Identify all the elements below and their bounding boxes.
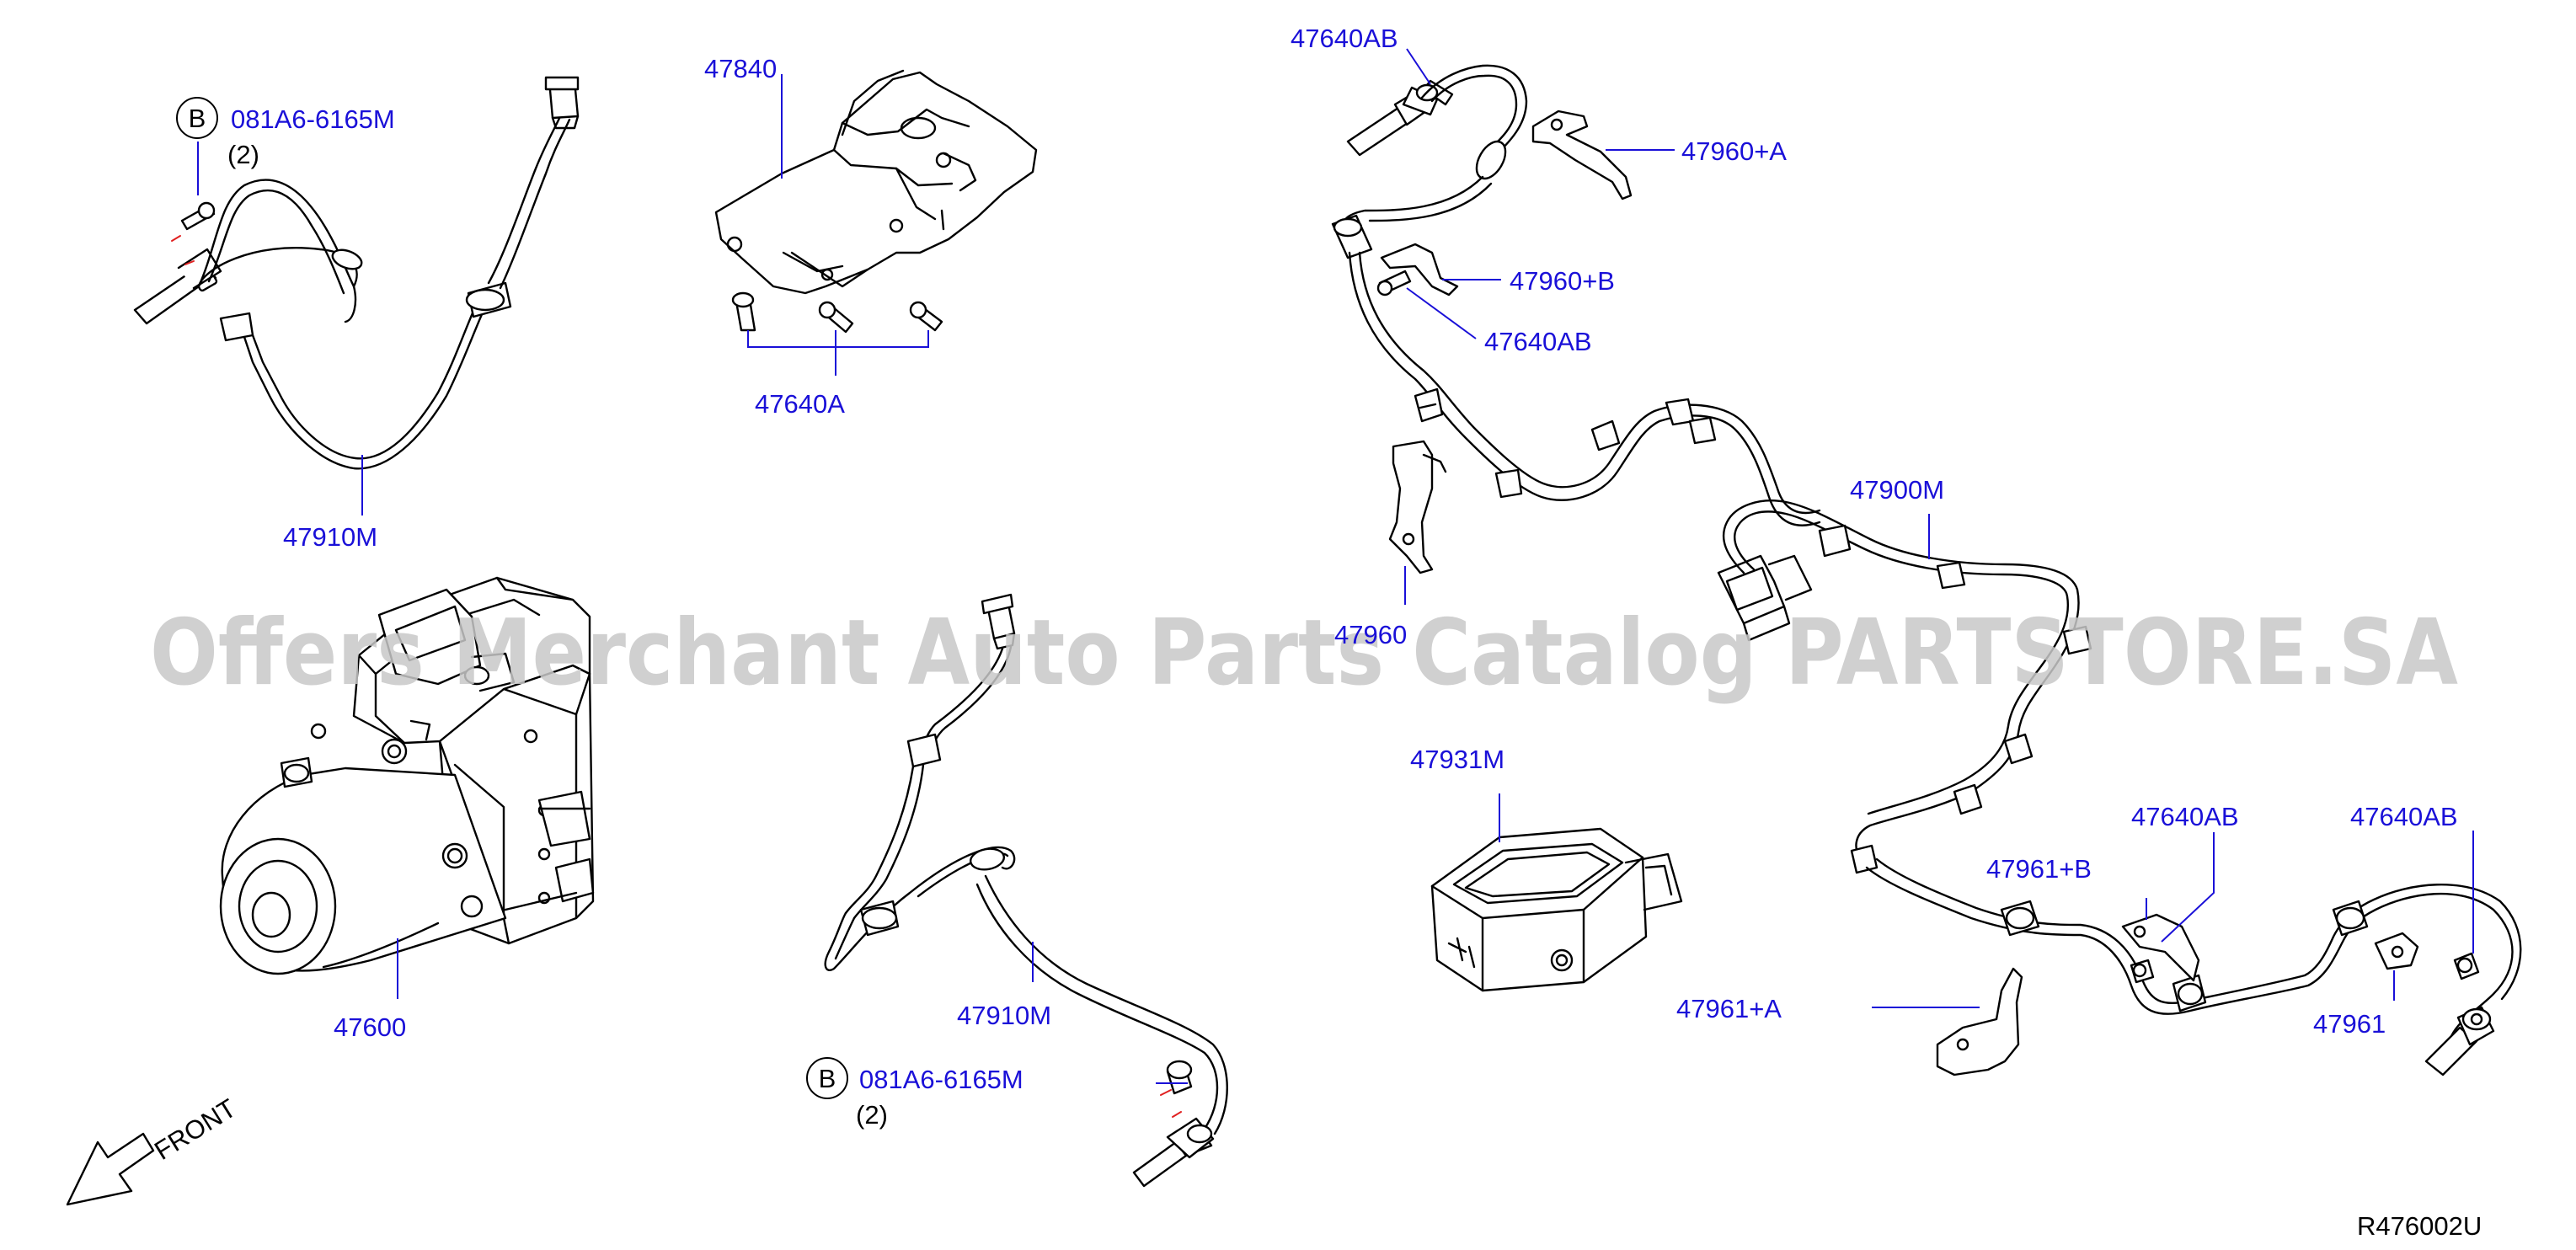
- label-47960A: 47960+A: [1681, 136, 1787, 166]
- label-47910M-bottom: 47910M: [957, 1001, 1051, 1030]
- label-47640AB-4: 47640AB: [2350, 802, 2458, 831]
- bracket-47960A: [1533, 111, 1631, 199]
- bracket-47840: [716, 71, 1036, 332]
- label-47961A: 47961+A: [1676, 994, 1782, 1023]
- bracket-47961B: [2123, 915, 2199, 982]
- label-47600: 47600: [334, 1012, 406, 1042]
- callout-letter: B: [819, 1064, 836, 1093]
- bolt-47640AB-a: [1378, 271, 1410, 295]
- callout-part-number: 081A6-6165M: [859, 1065, 1023, 1094]
- label-47960: 47960: [1334, 620, 1407, 649]
- abs-actuator-47600: [221, 578, 593, 974]
- label-47961B: 47961+B: [1986, 854, 2092, 884]
- front-arrow-icon: [67, 1134, 153, 1205]
- wheel-sensor-front-left: [135, 77, 578, 468]
- bracket-47960B: [1382, 244, 1457, 295]
- wheel-sensor-front-right: [826, 595, 1227, 1186]
- bracket-47960: [1390, 441, 1446, 573]
- bracket-47961A: [1937, 969, 2022, 1075]
- yaw-rate-sensor-47931M: [1432, 829, 1681, 991]
- callout-quantity: (2): [856, 1100, 888, 1130]
- bracket-47961: [2376, 933, 2478, 979]
- label-47640AB-1: 47640AB: [1291, 24, 1398, 53]
- label-47840: 47840: [704, 54, 777, 83]
- bolt-callout-top: B 081A6-6165M (2): [176, 97, 395, 169]
- label-47960B: 47960+B: [1510, 266, 1615, 296]
- label-47961: 47961: [2313, 1009, 2386, 1039]
- label-47640A: 47640A: [755, 389, 845, 419]
- label-47900M: 47900M: [1850, 475, 1944, 505]
- callout-letter: B: [189, 104, 206, 133]
- label-47640AB-2: 47640AB: [1484, 327, 1592, 356]
- label-47910M-top: 47910M: [283, 522, 377, 552]
- rear-abs-harness-47900M: [1333, 66, 2520, 1075]
- label-47640AB-3: 47640AB: [2131, 802, 2239, 831]
- watermark-text: Offers Merchant Auto Parts Catalog PARTS…: [150, 601, 2458, 706]
- callout-quantity: (2): [227, 140, 259, 169]
- bolt-callout-bottom: B 081A6-6165M (2): [806, 1057, 1023, 1130]
- front-label: FRONT: [149, 1093, 241, 1166]
- diagram-code: R476002U: [2357, 1211, 2482, 1241]
- label-47931M: 47931M: [1410, 745, 1504, 774]
- callout-part-number: 081A6-6165M: [231, 104, 395, 134]
